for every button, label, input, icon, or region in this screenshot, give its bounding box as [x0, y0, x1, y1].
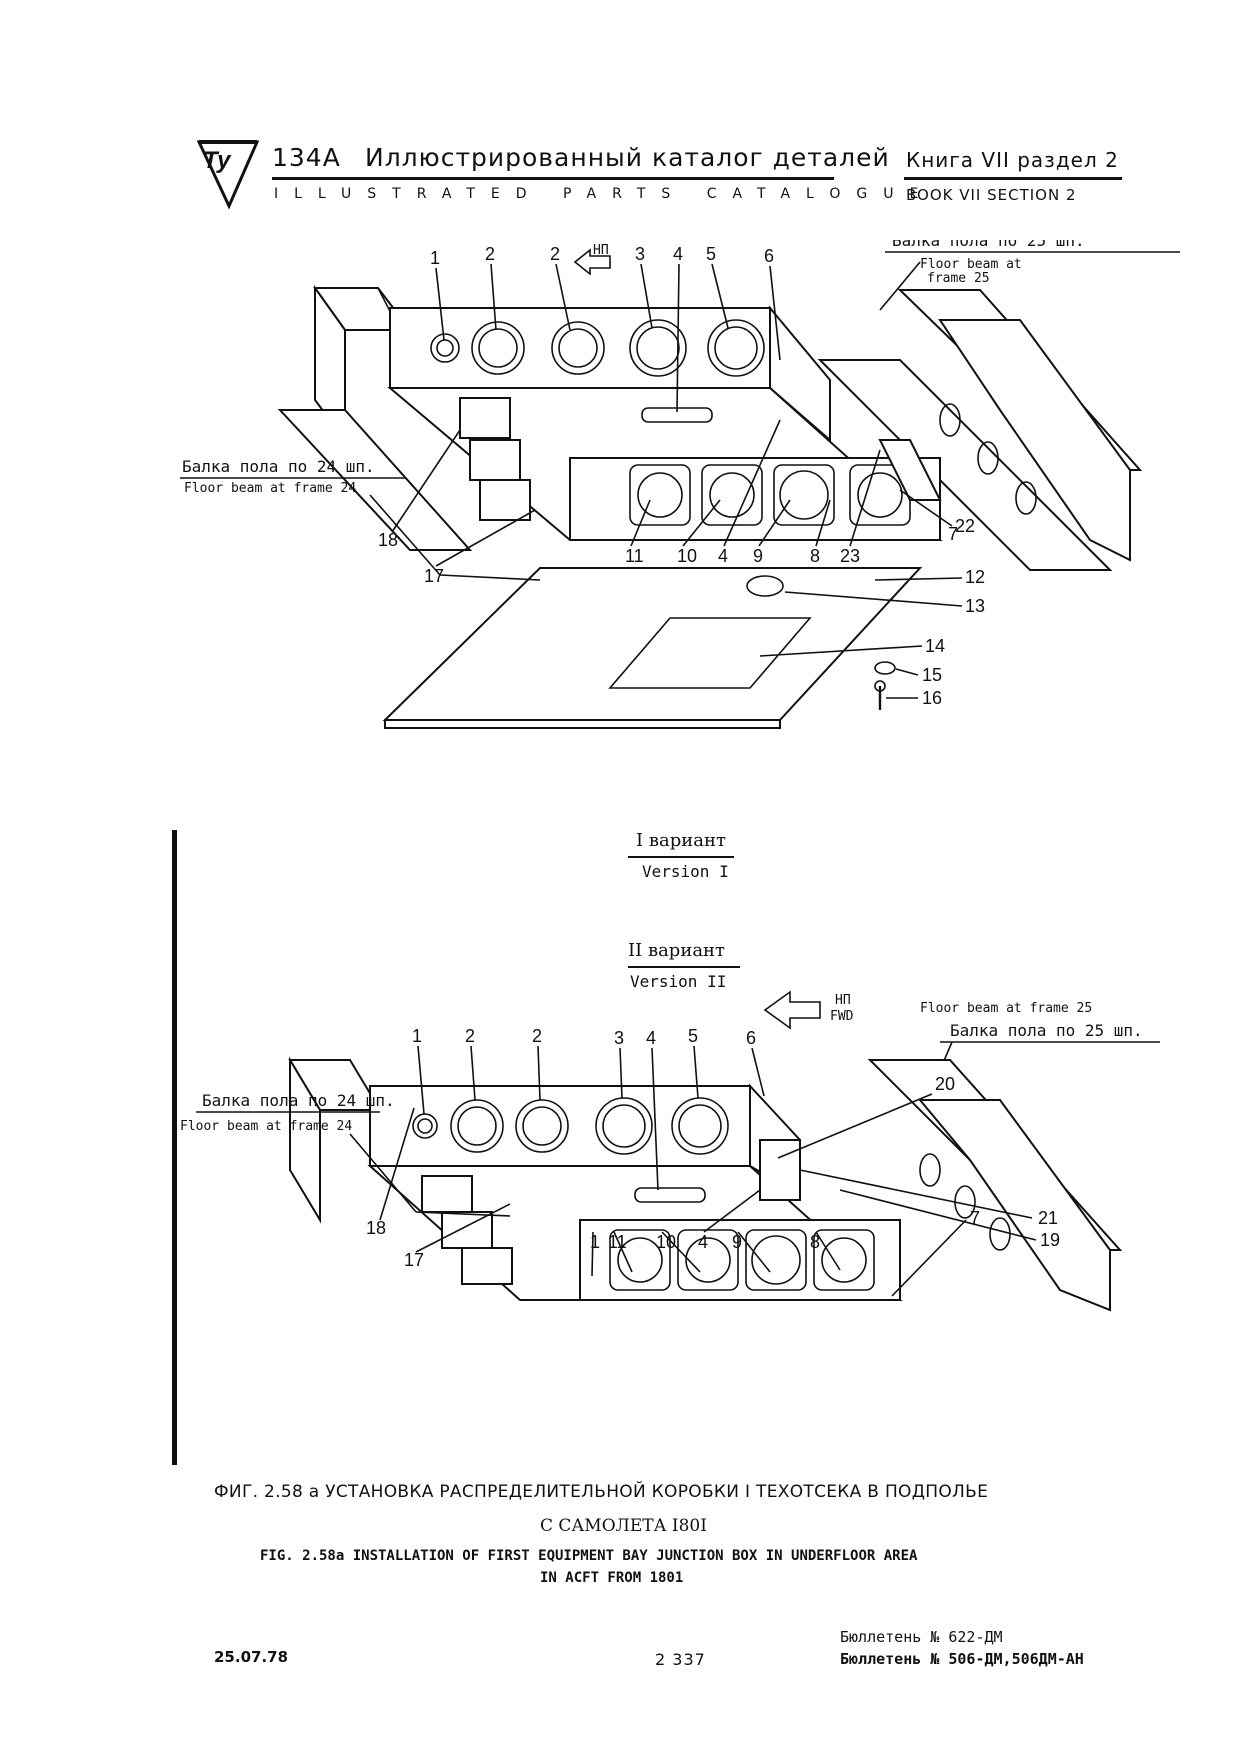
callout-16: 16 [922, 688, 942, 708]
v1-floor-beam-25-en-2: frame 25 [927, 271, 990, 286]
book-ru: Книга VII раздел 2 [906, 148, 1119, 172]
callout-23: 23 [840, 546, 860, 566]
v1-floor-beam-25-en-1: Floor beam at [920, 257, 1022, 272]
fasteners [874, 661, 896, 710]
version1-drawing: НП 1 2 2 3 4 5 6 22 7 23 8 9 4 10 11 18 … [180, 240, 1180, 729]
title-en: ILLUSTRATED PARTS CATALOGUE [274, 186, 935, 202]
figure-caption-en-1: FIG. 2.58a INSTALLATION OF FIRST EQUIPME… [260, 1548, 918, 1564]
callout-1: 1 [430, 248, 440, 268]
v2-fwd-en: FWD [830, 1009, 854, 1024]
version2-caption-rule [628, 966, 740, 968]
v2-floor-beam-25-en: Floor beam at frame 25 [920, 1001, 1092, 1016]
callout-2a: 2 [485, 244, 495, 264]
header-rule-left [272, 177, 834, 180]
v2-callout-10: 10 [656, 1232, 676, 1252]
v2-callout-18: 18 [366, 1218, 386, 1238]
callout-8: 8 [810, 546, 820, 566]
manufacturer-logo-icon: Ту [197, 140, 259, 210]
callout-18: 18 [378, 530, 398, 550]
callout-14: 14 [925, 636, 945, 656]
header: Ту 134А Иллюстрированный каталог деталей… [0, 0, 1250, 220]
callout-11: 11 [625, 546, 644, 566]
footer-page: 2 337 [655, 1650, 706, 1669]
v2-callout-1-bottom: 1 [590, 1232, 600, 1252]
version2-caption-en: Version II [630, 972, 727, 991]
figure-caption-en-2: IN ACFT FROM 1801 [540, 1570, 684, 1586]
v2-floor-beam-24-ru: Балка пола по 24 шп. [202, 1091, 395, 1110]
v2-callout-9: 9 [732, 1232, 742, 1252]
callout-9: 9 [753, 546, 763, 566]
v2-callout-11: 11 [608, 1232, 627, 1252]
v2-callout-8: 8 [810, 1232, 820, 1252]
fwd-arrow-icon-v2 [763, 990, 821, 1030]
callout-12: 12 [965, 567, 985, 587]
figure-caption-ru-2: С САМОЛЕТА I80I [540, 1516, 707, 1536]
footer-bulletin-1: Бюллетень № 622-ДМ [840, 1628, 1003, 1646]
v1-floor-beam-25-ru: Балка пола по 25 шп. [892, 240, 1085, 250]
v2-callout-21: 21 [1038, 1208, 1058, 1228]
v2-callout-19: 19 [1040, 1230, 1060, 1250]
v2-callout-5: 5 [688, 1026, 698, 1046]
v2-callout-1: 1 [412, 1026, 422, 1046]
callout-22: 22 [955, 516, 975, 536]
v2-floor-beam-25-ru: Балка пола по 25 шп. [950, 1021, 1143, 1040]
v2-callout-4-bottom: 4 [698, 1232, 708, 1252]
v2-callout-7: 7 [970, 1208, 980, 1228]
callout-3: 3 [635, 244, 645, 264]
junction-box-cover [382, 567, 923, 729]
callout-5: 5 [706, 244, 716, 264]
header-rule-right [904, 177, 1122, 180]
v1-floor-beam-24-ru: Балка пола по 24 шп. [182, 457, 375, 476]
v2-callout-2b: 2 [532, 1026, 542, 1046]
v2-callout-6: 6 [746, 1028, 756, 1048]
fwd-arrow-icon [573, 248, 611, 276]
v2-callout-3: 3 [614, 1028, 624, 1048]
v2-floor-beam-24-web [289, 1056, 321, 1224]
callout-17: 17 [424, 566, 444, 586]
callout-4-top: 4 [673, 244, 683, 264]
v2-floor-beam-24-en: Floor beam at frame 24 [180, 1119, 352, 1134]
version1-caption-en: Version I [642, 862, 729, 881]
callout-4-bottom: 4 [718, 546, 728, 566]
callout-6: 6 [764, 246, 774, 266]
callout-2b: 2 [550, 244, 560, 264]
version2-drawing: НП FWD Floor beam at frame 25 Балка пола… [180, 990, 1160, 1312]
change-bar [172, 830, 177, 1465]
junction-box [387, 305, 943, 541]
model-number: 134А [272, 143, 341, 172]
figure-caption-ru-1: ФИГ. 2.58 а УСТАНОВКА РАСПРЕДЕЛИТЕЛЬНОЙ … [214, 1482, 989, 1502]
v2-junction-box [367, 1083, 903, 1301]
footer-date: 25.07.78 [214, 1648, 289, 1666]
callouts-v1: 1 2 2 3 4 5 6 22 7 23 8 9 4 10 11 18 17 … [378, 244, 985, 708]
callout-15: 15 [922, 665, 942, 685]
book-en: BOOK VII SECTION 2 [906, 186, 1077, 204]
v2-callout-20: 20 [935, 1074, 955, 1094]
version2-caption-ru: II вариант [628, 940, 726, 961]
floor-beam-24 [277, 284, 473, 551]
v2-callout-17: 17 [404, 1250, 424, 1270]
v2-floor-beam-25-web [917, 1099, 1111, 1312]
fwd-label-v1: НП [593, 243, 609, 258]
v2-callout-2a: 2 [465, 1026, 475, 1046]
title-ru: Иллюстрированный каталог деталей [365, 143, 890, 172]
version1-caption-rule [628, 856, 734, 858]
footer-bulletin-2: Бюллетень № 506-ДМ,506ДМ-АН [840, 1650, 1084, 1668]
v2-fwd-ru: НП [835, 993, 851, 1008]
v1-floor-beam-24-en: Floor beam at frame 24 [184, 481, 356, 496]
floor-beam-25 [817, 289, 1143, 571]
svg-text:Ту: Ту [203, 147, 232, 174]
v2-callout-4-top: 4 [646, 1028, 656, 1048]
version1-caption-ru: I вариант [636, 830, 726, 851]
callouts-v2: 1 2 2 3 4 5 6 20 19 21 7 8 9 4 10 11 1 1… [366, 1026, 1060, 1297]
callout-13: 13 [965, 596, 985, 616]
callout-10: 10 [677, 546, 697, 566]
callout-7: 7 [948, 524, 958, 544]
